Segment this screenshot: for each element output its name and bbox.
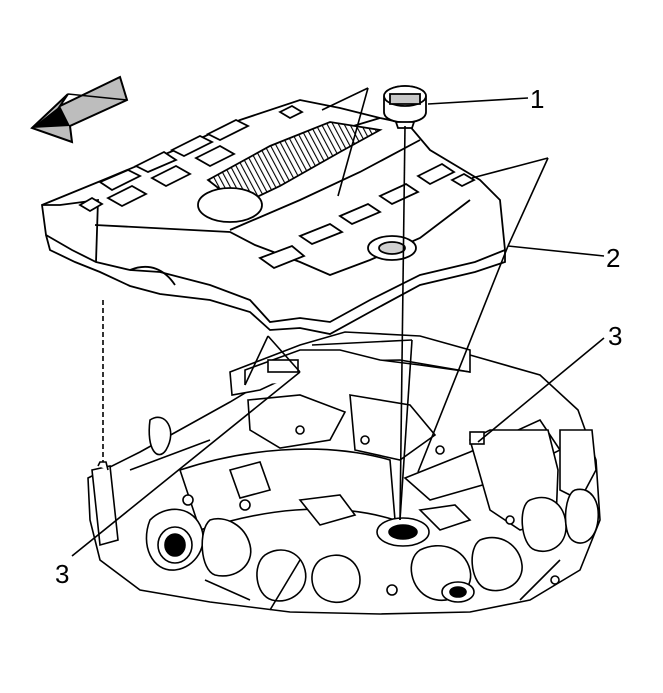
callout-grommet-right: 3 <box>608 321 623 351</box>
callout-engine-cover: 2 <box>606 243 621 273</box>
callout-leaders <box>71 87 605 557</box>
engine-cover <box>41 99 506 335</box>
callout-grommet-left: 3 <box>55 559 70 589</box>
front-direction-arrow-icon <box>30 75 129 144</box>
oil-fill-cap <box>383 85 427 129</box>
engine-lower-assembly <box>87 300 601 615</box>
callout-oil-fill-cap: 1 <box>530 84 545 114</box>
